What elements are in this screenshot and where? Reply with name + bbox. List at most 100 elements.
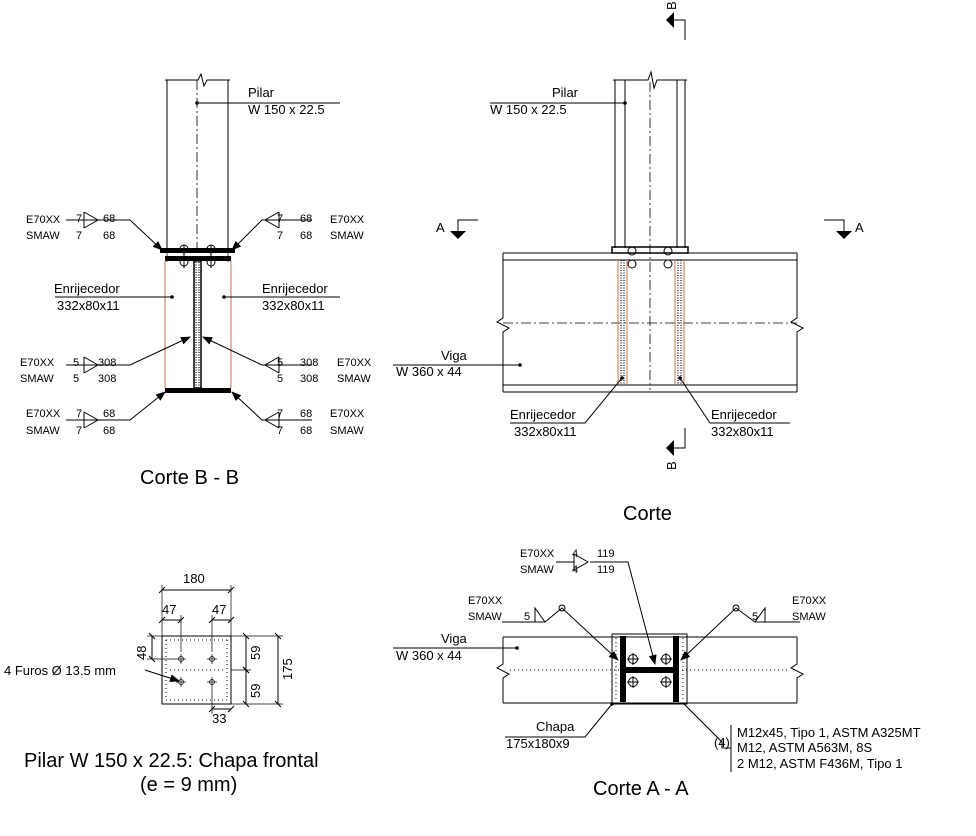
svg-text:SMAW: SMAW	[26, 230, 60, 242]
pilar-size: W 150 x 22.5	[490, 102, 567, 117]
beam-break-left	[496, 253, 510, 392]
svg-text:E70XX: E70XX	[330, 214, 365, 226]
svg-text:68: 68	[300, 425, 312, 437]
beam-web	[193, 260, 202, 389]
column-break-line	[613, 70, 687, 90]
dim-edge-right: 47	[212, 602, 226, 617]
stiffener-left-label: Enrijecedor	[54, 281, 120, 296]
viga-size: W 360 x 44	[396, 364, 462, 379]
beam-break-right	[790, 253, 804, 392]
bolts-spec-line2: M12, ASTM A563M, 8S	[737, 740, 872, 755]
section-b-top-label: B	[664, 1, 679, 10]
corte-elevation-view	[393, 12, 852, 456]
dim-height: 175	[280, 658, 295, 680]
svg-text:SMAW: SMAW	[520, 564, 554, 576]
svg-text:E70XX: E70XX	[26, 214, 61, 226]
svg-text:E70XX: E70XX	[20, 357, 55, 369]
weld-symbols-bb	[66, 211, 297, 429]
svg-text:5: 5	[277, 373, 283, 385]
stiffener-left-size: 332x80x11	[514, 424, 577, 439]
section-mark-b-bottom	[666, 428, 686, 456]
holes-label: 4 Furos Ø 13.5 mm	[4, 663, 116, 678]
svg-text:SMAW: SMAW	[20, 373, 54, 385]
svg-text:E70XX: E70XX	[520, 548, 555, 560]
stiffener-left-size: 332x80x11	[57, 298, 120, 313]
stiffener-right-size: 332x80x11	[262, 298, 325, 313]
weld-callout-bottom-left: E70XX SMAW 7 7 68 68	[26, 408, 115, 437]
svg-text:SMAW: SMAW	[330, 425, 364, 437]
stiffener-left-label: Enrijecedor	[510, 407, 576, 422]
dim-width: 180	[183, 571, 205, 586]
svg-text:119: 119	[597, 564, 615, 576]
pilar-label: Pilar	[552, 85, 579, 100]
svg-text:E70XX: E70XX	[26, 408, 61, 420]
svg-text:308: 308	[300, 373, 318, 385]
svg-text:7: 7	[277, 213, 283, 225]
svg-text:SMAW: SMAW	[26, 425, 60, 437]
beam-break-right	[790, 637, 804, 703]
leader-line	[505, 703, 613, 738]
bolt-leader	[683, 703, 731, 749]
dim-edge-left: 47	[162, 602, 176, 617]
column-web	[620, 667, 679, 673]
svg-text:7: 7	[277, 230, 283, 242]
svg-text:68: 68	[103, 213, 115, 225]
pilar-size: W 150 x 22.5	[248, 102, 325, 117]
weld-leader	[202, 336, 312, 366]
section-b-bottom-label: B	[664, 461, 679, 470]
svg-text:7: 7	[277, 425, 283, 437]
weld-callout-top-left: E70XX SMAW 7 7 68 68	[26, 213, 115, 242]
leader-line	[679, 377, 790, 424]
bolts-spec-line1: M12x45, Tipo 1, ASTM A325MT	[737, 725, 921, 740]
svg-text:5: 5	[73, 373, 79, 385]
corte-bb-title: Corte B - B	[140, 467, 239, 489]
dim-right-top: 59	[248, 646, 263, 660]
section-mark-a-right	[824, 219, 852, 239]
svg-text:5: 5	[277, 357, 283, 369]
corte-aa-view	[393, 561, 804, 772]
weld-leader	[590, 561, 657, 665]
holes-leader	[144, 669, 180, 683]
corte-aa-title: Corte A - A	[593, 778, 689, 800]
weld-callout-bottom-right: 7 7 68 68 E70XX SMAW	[277, 408, 365, 437]
weld-leader	[82, 219, 163, 251]
weld-symbols-aa	[534, 553, 766, 623]
chapa-frontal-view	[144, 585, 283, 714]
section-a-left-label: A	[436, 220, 445, 235]
weld-callout-mid-left: E70XX SMAW 5 5 308 308	[20, 357, 116, 385]
svg-text:SMAW: SMAW	[468, 611, 502, 623]
svg-text:308: 308	[98, 357, 116, 369]
svg-text:SMAW: SMAW	[330, 230, 364, 242]
svg-text:68: 68	[103, 408, 115, 420]
weld-leader	[680, 607, 800, 661]
viga-label: Viga	[441, 348, 468, 363]
beam-break-left	[496, 637, 510, 703]
svg-text:E70XX: E70XX	[468, 595, 503, 607]
svg-text:119: 119	[597, 548, 615, 560]
column-break-line	[165, 72, 230, 88]
svg-text:E70XX: E70XX	[792, 595, 827, 607]
pilar-label: Pilar	[248, 85, 275, 100]
viga-label: Viga	[441, 631, 468, 646]
section-a-right-label: A	[855, 220, 864, 235]
end-plate	[160, 248, 235, 253]
svg-text:68: 68	[300, 230, 312, 242]
svg-text:4: 4	[572, 564, 578, 576]
section-mark-a-left	[450, 219, 478, 239]
svg-text:5: 5	[752, 611, 758, 623]
chapa-size: 175x180x9	[506, 736, 570, 751]
weld-leader	[82, 391, 166, 421]
svg-text:68: 68	[103, 230, 115, 242]
svg-text:7: 7	[277, 408, 283, 420]
bolts-spec-line3: 2 M12, ASTM F436M, Tipo 1	[737, 756, 902, 771]
chapa-title-line2: (e = 9 mm)	[140, 774, 237, 796]
svg-text:7: 7	[76, 213, 82, 225]
stiffener-right	[674, 260, 685, 385]
stiffener-right-label: Enrijecedor	[711, 407, 777, 422]
svg-text:68: 68	[103, 425, 115, 437]
corte-title: Corte	[623, 503, 672, 525]
svg-text:SMAW: SMAW	[792, 611, 826, 623]
svg-text:5: 5	[524, 611, 530, 623]
svg-text:7: 7	[76, 408, 82, 420]
